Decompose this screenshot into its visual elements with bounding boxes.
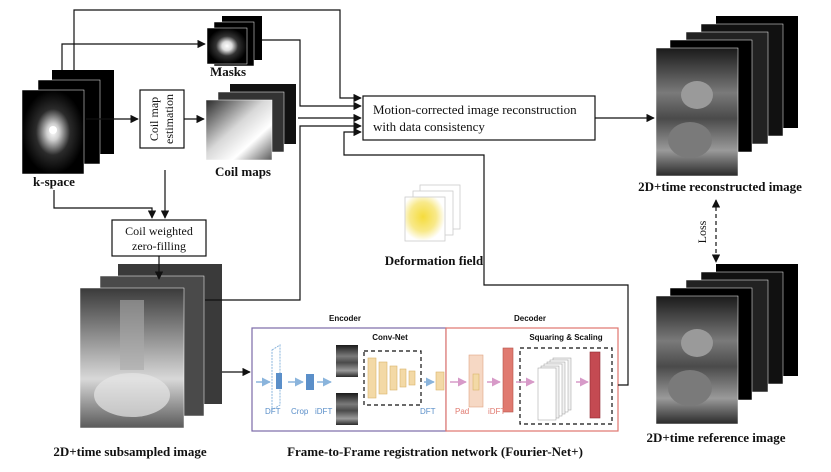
frame-thumb-bottom	[336, 393, 358, 425]
reconstructed-image-stack	[655, 16, 798, 177]
recon-box-label-2: with data consistency	[373, 119, 485, 134]
subsampled-image-label: 2D+time subsampled image	[53, 444, 207, 459]
decoder-label: Decoder	[514, 314, 546, 323]
crop-block	[306, 374, 314, 390]
enc-out-block	[435, 371, 445, 391]
recon-box-label-1: Motion-corrected image reconstruction	[373, 102, 577, 117]
subsampled-image-stack	[79, 264, 222, 429]
coil-map-estimation-label-2: estimation	[162, 94, 176, 144]
loss-label: Loss	[695, 220, 709, 243]
coil-zf-label-2: zero-filling	[132, 239, 186, 253]
coil-map-estimation-label-1: Coil map	[147, 97, 161, 141]
pad-label: Pad	[455, 407, 469, 416]
idft-label-2: iDFT	[488, 407, 505, 416]
idft-block-2	[502, 347, 514, 413]
masks-label: Masks	[210, 64, 246, 79]
connectors	[53, 9, 655, 386]
motion-corrected-recon-box	[362, 95, 596, 141]
masks-image-stack	[206, 16, 262, 67]
coil-zf-label-1: Coil weighted	[125, 224, 193, 238]
coil-map-estimation-box	[139, 89, 185, 149]
dft-label-2: DFT	[420, 407, 436, 416]
crop-label: Crop	[291, 407, 309, 416]
coil-maps-label: Coil maps	[215, 164, 271, 179]
dft-block-1	[271, 344, 282, 411]
kspace-label: k-space	[33, 174, 75, 189]
coil-weighted-zero-filling-box	[111, 219, 207, 257]
convnet-dashed-box	[363, 350, 422, 406]
reference-image-stack	[655, 264, 798, 425]
network-title: Frame-to-Frame registration network (Fou…	[287, 444, 583, 459]
kspace-image-stack	[21, 70, 114, 175]
squaring-scaling-label: Squaring & Scaling	[529, 333, 602, 342]
squaring-scaling-dashed-box	[519, 347, 613, 425]
deformation-field-label: Deformation field	[385, 253, 484, 268]
reconstructed-image-label: 2D+time reconstructed image	[638, 179, 802, 194]
deformation-out-block	[589, 351, 601, 419]
convnet-label: Conv-Net	[372, 333, 408, 342]
idft-label-1: iDFT	[315, 407, 332, 416]
encoder-label: Encoder	[329, 314, 361, 323]
reference-image-label: 2D+time reference image	[646, 430, 785, 445]
dft-label-1: DFT	[265, 407, 281, 416]
coil-maps-image-stack	[205, 84, 296, 161]
convnet-blocks	[367, 357, 416, 399]
pad-inner	[472, 373, 480, 391]
frame-thumb-top	[336, 345, 358, 377]
deformation-field-stack	[404, 184, 461, 242]
squaring-stack	[537, 357, 572, 421]
